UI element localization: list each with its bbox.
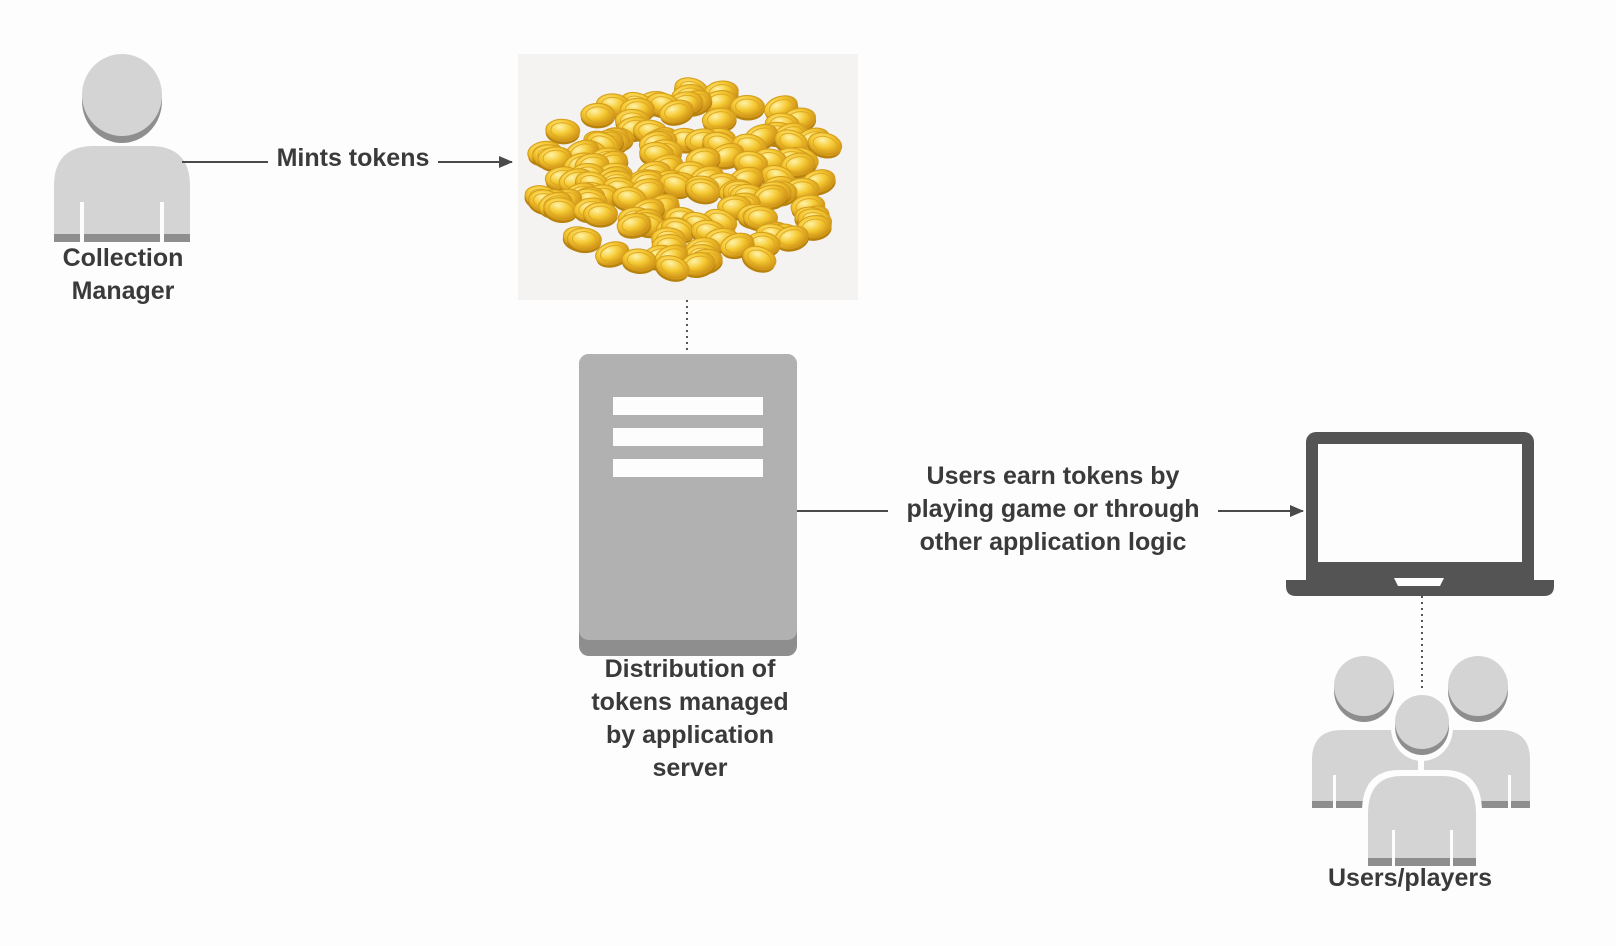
gold-coins-icon xyxy=(518,54,858,300)
app-server-label-line: by application xyxy=(605,721,775,749)
earn-edge-label-line: other application logic xyxy=(919,528,1187,556)
coin xyxy=(543,197,579,224)
coin xyxy=(545,118,581,145)
app-server-label-line: tokens managed xyxy=(591,688,789,716)
coin xyxy=(621,248,657,275)
coin xyxy=(741,245,777,273)
coin xyxy=(595,241,630,268)
user-group-icon xyxy=(1312,656,1530,866)
coin xyxy=(730,94,765,121)
coin xyxy=(659,99,694,126)
coin xyxy=(580,102,616,129)
coin xyxy=(566,227,602,254)
users-players-label-text: Users/players xyxy=(1327,864,1492,892)
earn-edge-label-line: playing game or through xyxy=(906,495,1200,523)
mint-edge-label: Mints tokens xyxy=(268,142,438,175)
coin xyxy=(807,132,843,159)
coin xyxy=(701,107,737,134)
app-server-label: Distribution of tokens managed by applic… xyxy=(560,653,820,785)
server-icon xyxy=(579,354,797,656)
coin xyxy=(774,225,809,252)
coin xyxy=(658,172,694,200)
earn-edge-label: Users earn tokens by playing game or thr… xyxy=(888,460,1218,559)
collection-manager-label-line: Manager xyxy=(71,277,175,305)
mint-edge-label-text: Mints tokens xyxy=(276,144,430,172)
collection-manager-label: Collection Manager xyxy=(40,242,206,308)
coin xyxy=(583,202,618,228)
collection-manager-label-line: Collection xyxy=(62,244,184,272)
coin xyxy=(680,252,716,278)
coin xyxy=(655,255,690,282)
laptop-icon xyxy=(1286,432,1554,596)
users-players-label: Users/players xyxy=(1310,862,1510,895)
app-server-label-line: Distribution of xyxy=(604,655,776,683)
earn-edge-label-line: Users earn tokens by xyxy=(926,462,1180,490)
collection-manager-person-icon xyxy=(54,54,190,242)
app-server-label-line: server xyxy=(652,754,728,782)
coin xyxy=(616,212,652,239)
